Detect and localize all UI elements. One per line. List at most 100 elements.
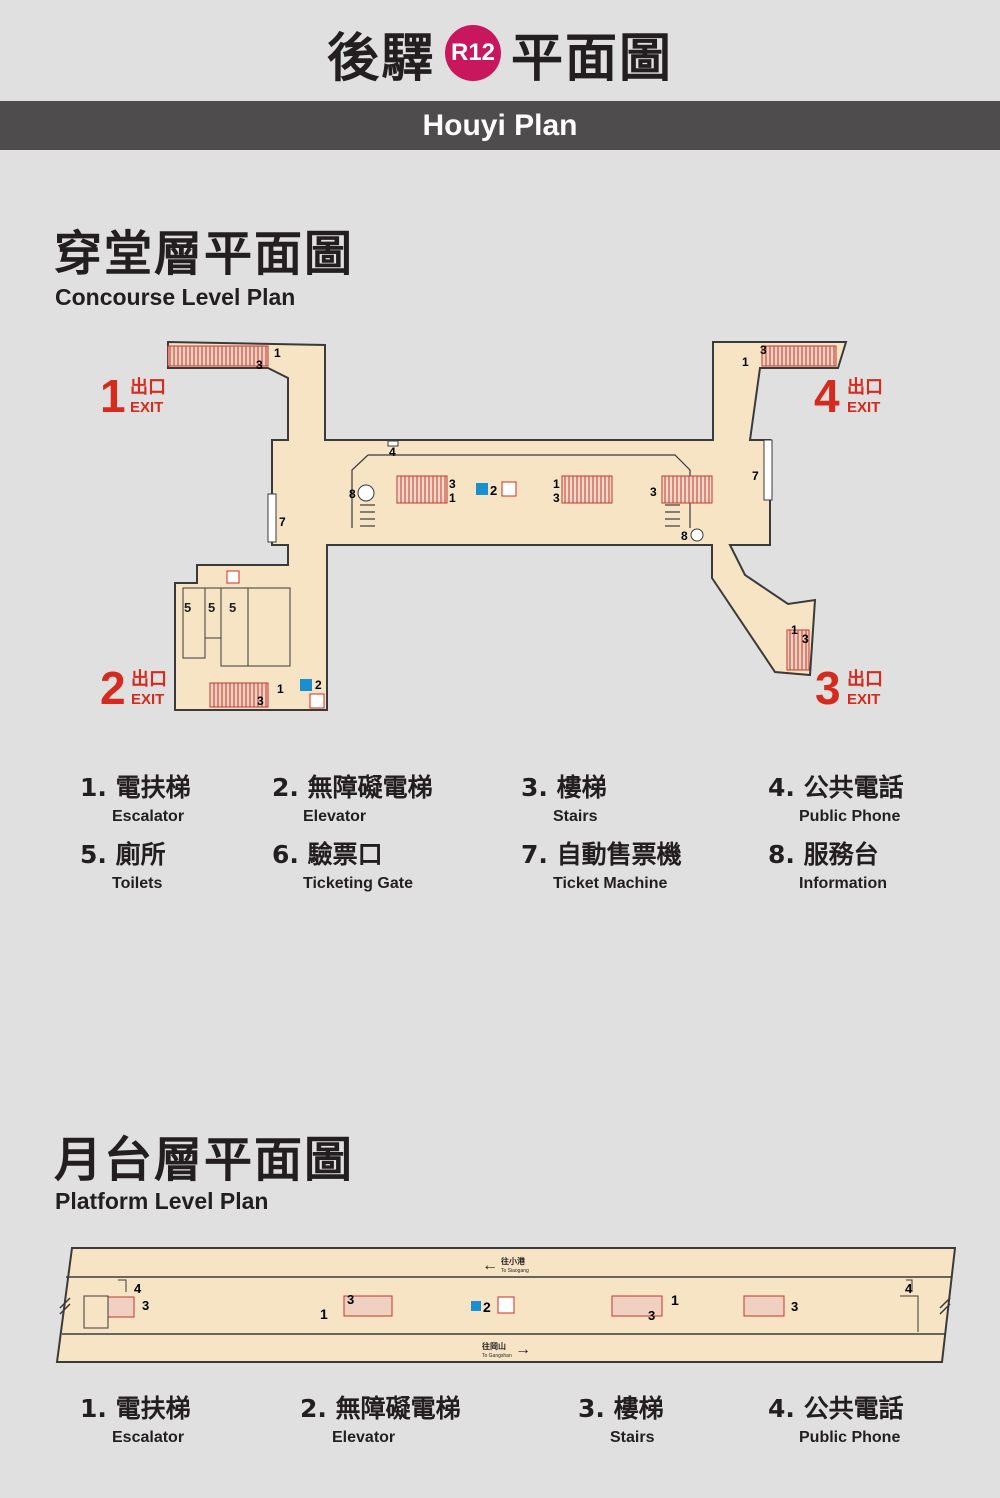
legend-elevator-en: Elevator — [303, 808, 367, 825]
platform-escalator-2 — [611, 1295, 663, 1317]
marker-elev-2: 2 — [490, 483, 497, 498]
escalator-east — [661, 475, 713, 504]
exit4-stairs — [761, 345, 837, 367]
marker-tm-east: 7 — [752, 469, 759, 483]
platform-map: ← 往小港 To Siaogang 往岡山 To Gangshan → 4 3 … — [55, 1247, 957, 1363]
exit-4-number: 4 — [814, 370, 840, 422]
exit-1-cn: 出口 — [130, 376, 166, 397]
marker-esc-center-1: 1 — [553, 477, 560, 491]
pmarker-esc-2-1: 1 — [671, 1292, 679, 1308]
station-title: 後驛 R12 平面圖 — [0, 18, 1000, 89]
legend-information-en: Information — [799, 875, 887, 892]
marker-exit2-elev: 2 — [315, 678, 322, 692]
marker-exit4-escalator: 1 — [742, 355, 749, 369]
elevator-icon-exit2 — [300, 679, 312, 691]
plegend-escalator-cn: 1. 電扶梯 — [80, 1394, 191, 1423]
exit-2-cn: 出口 — [131, 668, 167, 689]
legend-ticket-machine: 7. 自動售票機 Ticket Machine — [521, 835, 682, 893]
legend-gate: 6. 驗票口 Ticketing Gate — [272, 835, 413, 893]
elevator-icon-concourse — [476, 483, 488, 495]
break-mark-left — [59, 1297, 71, 1315]
direction-bottom-en: To Gangshan — [482, 1353, 512, 1359]
platform-elevator-box — [497, 1296, 515, 1314]
pmarker-esc-1-3: 3 — [347, 1292, 354, 1307]
legend-elevator-cn: 2. 無障礙電梯 — [272, 773, 433, 802]
plegend-phone-cn: 4. 公共電話 — [768, 1394, 904, 1423]
marker-exit3-escalator: 1 — [791, 623, 798, 637]
legend-escalator-cn: 1. 電扶梯 — [80, 773, 191, 802]
pmarker-elev: 2 — [483, 1299, 491, 1315]
pmarker-phone-east: 4 — [905, 1281, 913, 1296]
legend-gate-en: Ticketing Gate — [303, 875, 413, 892]
concourse-floor — [167, 340, 848, 711]
marker-esc-east-3: 3 — [650, 485, 657, 499]
marker-esc-west-1: 1 — [449, 491, 456, 505]
plegend-elevator: 2. 無障礙電梯 Elevator — [300, 1389, 461, 1447]
direction-top-cn: 往小港 — [501, 1256, 526, 1266]
banner-title: Houyi Plan — [422, 108, 578, 142]
info-booth-west — [357, 484, 375, 502]
exit3-stairs — [786, 629, 810, 671]
toilet-icon — [226, 570, 240, 584]
plegend-escalator: 1. 電扶梯 Escalator — [80, 1389, 191, 1447]
plegend-stairs-en: Stairs — [610, 1429, 655, 1446]
exit2-stairs — [209, 682, 269, 708]
toilet-block — [182, 587, 291, 667]
legend-ticket-machine-en: Ticket Machine — [553, 875, 668, 892]
marker-exit1-escalator: 1 — [274, 346, 281, 360]
concourse-title-en: Concourse Level Plan — [55, 284, 296, 310]
platform-title-cn: 月台層平面圖 — [54, 1132, 355, 1188]
legend-ticket-machine-cn: 7. 自動售票機 — [521, 840, 682, 869]
exit-4-label: 4 出口 EXIT — [814, 370, 883, 422]
legend-toilets-en: Toilets — [112, 875, 163, 892]
toilet-marker-2: 5 — [208, 600, 215, 615]
plegend-elevator-cn: 2. 無障礙電梯 — [300, 1394, 461, 1423]
marker-exit4-stairs: 3 — [760, 343, 767, 357]
arrow-left-icon: ← — [482, 1257, 498, 1274]
platform-end-room-west — [83, 1279, 127, 1329]
marker-info-west: 8 — [349, 487, 356, 501]
ticket-machine-west — [267, 493, 277, 543]
pmarker-stairs-east: 3 — [791, 1299, 798, 1314]
plan-banner: Houyi Plan — [0, 101, 1000, 150]
pmarker-esc-1-1: 1 — [320, 1306, 328, 1322]
toilet-marker-3: 5 — [229, 600, 236, 615]
plegend-elevator-en: Elevator — [332, 1429, 396, 1446]
pmarker-esc-2-3: 3 — [648, 1308, 655, 1323]
plan-suffix: 平面圖 — [511, 28, 674, 89]
legend-toilets-cn: 5. 廁所 — [80, 840, 166, 869]
marker-esc-center-3: 3 — [553, 491, 560, 505]
exit-3-en: EXIT — [847, 691, 880, 708]
marker-exit3-stairs: 3 — [802, 632, 809, 646]
exit-1-number: 1 — [100, 370, 126, 422]
legend-information-cn: 8. 服務台 — [768, 840, 879, 869]
platform-title-en: Platform Level Plan — [55, 1188, 269, 1214]
plegend-escalator-en: Escalator — [112, 1429, 185, 1446]
plegend-phone-en: Public Phone — [799, 1429, 901, 1446]
exit-2-label: 2 出口 EXIT — [100, 662, 167, 714]
direction-top-en: To Siaogang — [501, 1268, 529, 1274]
marker-exit2-stairs: 3 — [257, 694, 264, 708]
phone-box — [387, 440, 399, 447]
platform-end-room-east — [900, 1279, 919, 1332]
marker-info-east: 8 — [681, 529, 688, 543]
pmarker-phone-west: 4 — [134, 1281, 142, 1296]
elevator-box-concourse — [501, 481, 517, 497]
legend-elevator: 2. 無障礙電梯 Elevator — [272, 768, 433, 826]
legend-gate-cn: 6. 驗票口 — [272, 840, 383, 869]
info-booth-east — [690, 528, 704, 542]
arrow-right-icon: → — [515, 1341, 531, 1358]
plegend-phone: 4. 公共電話 Public Phone — [768, 1389, 904, 1447]
marker-exit2-escalator: 1 — [277, 682, 284, 696]
escalator-center — [561, 475, 613, 504]
exit-4-cn: 出口 — [847, 376, 883, 397]
ticket-machine-east — [763, 439, 773, 501]
pmarker-stairs-west: 3 — [142, 1298, 149, 1313]
concourse-title-cn: 穿堂層平面圖 — [54, 226, 355, 282]
marker-exit1-stairs: 3 — [256, 358, 263, 372]
concourse-map: 5 5 5 1 3 1 3 4 7 7 8 8 3 1 2 1 3 3 1 3 … — [100, 340, 883, 714]
